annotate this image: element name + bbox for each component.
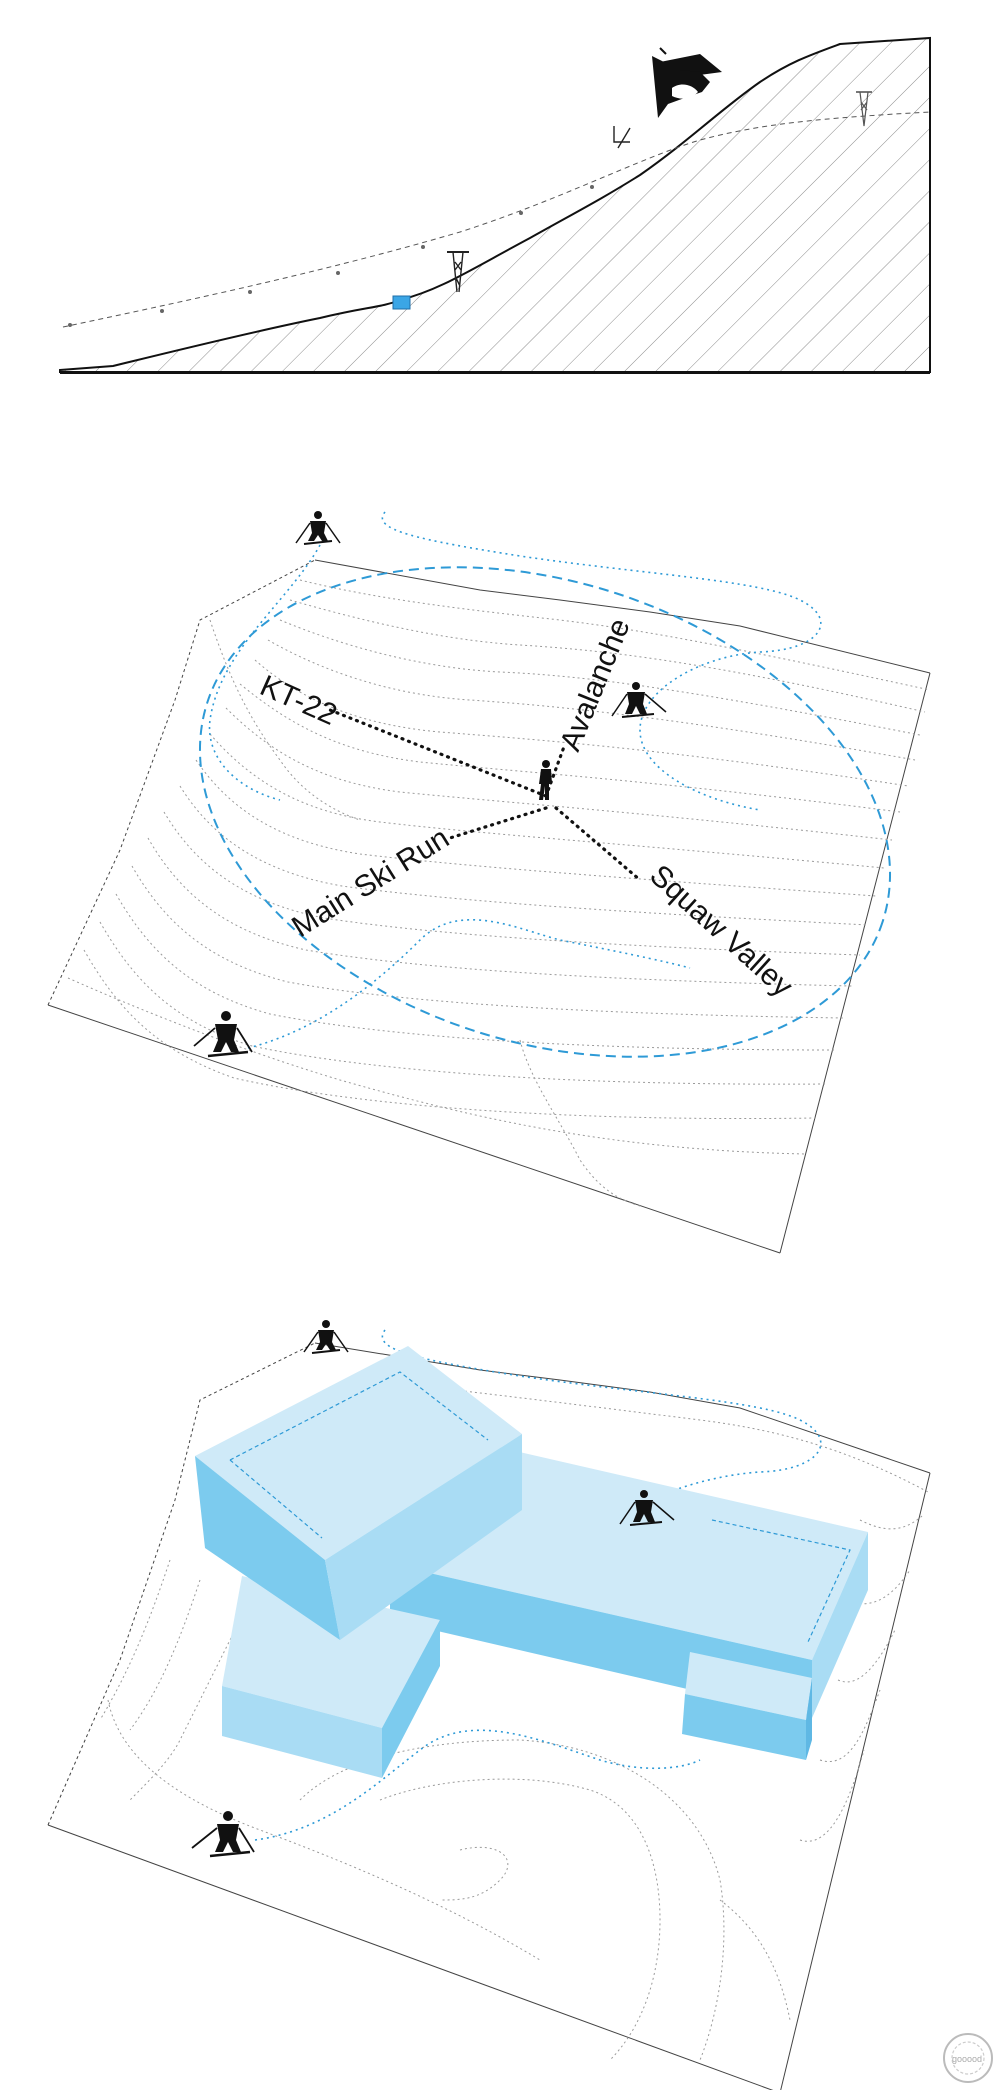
- volume-top: [195, 1346, 522, 1560]
- building-wing-south: [682, 1652, 812, 1760]
- terrain-section: [59, 36, 931, 374]
- volume-side: [682, 1694, 806, 1760]
- volume-side: [195, 1456, 340, 1640]
- view-arrow-icon: [613, 126, 631, 149]
- volume-top: [685, 1652, 812, 1720]
- ski-paths: [254, 1329, 822, 1841]
- contour-lines: [99, 1389, 929, 2061]
- ski-paths: [208, 511, 822, 1049]
- site-plan-diagram: KT-22 Avalanche Main Ski Run Squaw Valle…: [47, 511, 931, 1254]
- building-tower: [195, 1346, 522, 1640]
- lift-tower-icon: [856, 91, 872, 127]
- terrain-plate: [47, 559, 931, 1254]
- volume-face: [325, 1434, 522, 1640]
- volume-side: [382, 1620, 440, 1778]
- building-wing-west: [222, 1576, 440, 1778]
- watermark-logo: gooood: [943, 2033, 993, 2083]
- skier-icon: [193, 1011, 253, 1058]
- skier-silhouette-icon: [652, 47, 722, 118]
- volume-face: [812, 1532, 868, 1718]
- watermark-text: gooood: [952, 2054, 982, 2064]
- skier-icon: [303, 1320, 349, 1354]
- skier-icon: [619, 1490, 675, 1526]
- building-station-marker: [392, 295, 411, 310]
- view-radius-ellipse: [198, 566, 892, 1058]
- skier-icon: [611, 682, 667, 718]
- skier-icon: [191, 1811, 255, 1858]
- lift-tower-icon: [447, 251, 469, 293]
- skier-icon: [295, 511, 341, 545]
- building-massing-diagram: gooood: [47, 1320, 993, 2090]
- view-axes: [328, 708, 642, 882]
- person-icon: [539, 760, 552, 800]
- ski-lift-cable: [62, 111, 931, 328]
- volume-top: [222, 1576, 440, 1728]
- contour-lines: [67, 579, 931, 1207]
- volume-face: [222, 1686, 382, 1778]
- mountain-section-diagram: [59, 36, 931, 374]
